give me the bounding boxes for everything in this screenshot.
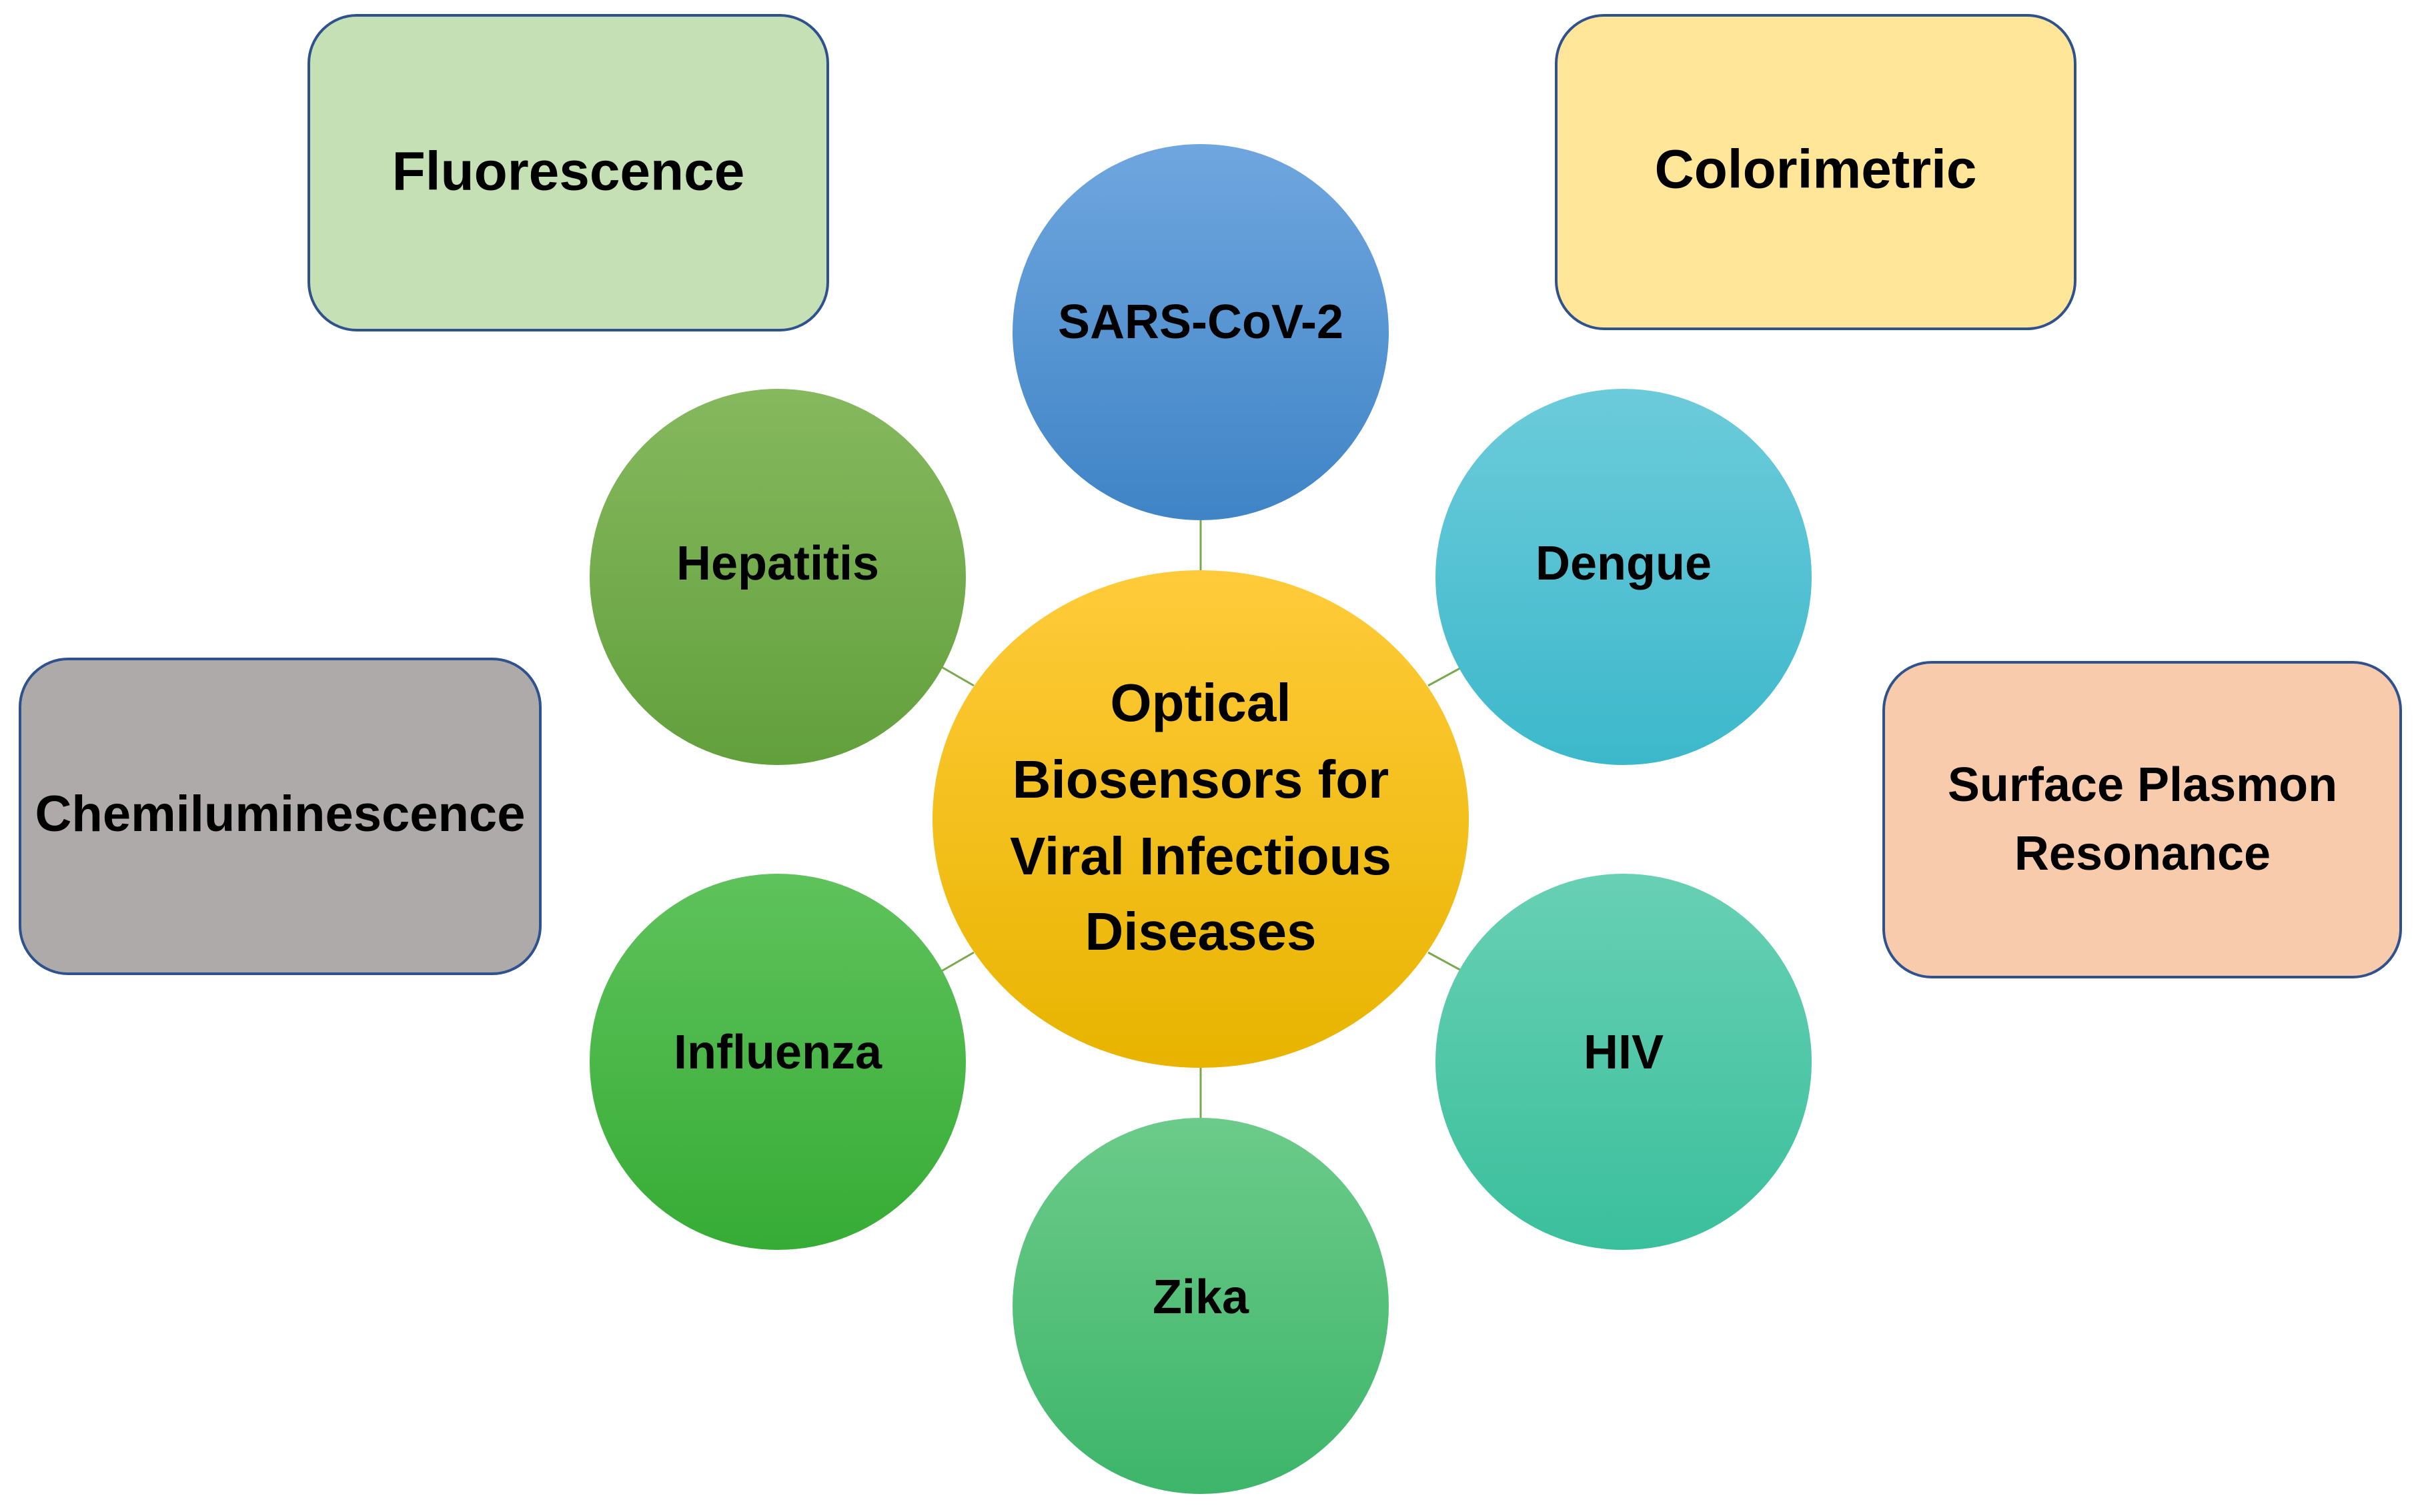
disease-circle xyxy=(1435,874,1812,1250)
disease-circle xyxy=(1435,389,1812,765)
technique-label: Chemiluminescence xyxy=(35,786,526,842)
connectors xyxy=(939,520,1465,1120)
disease-circle xyxy=(590,874,966,1250)
technique-box xyxy=(19,658,542,975)
disease-circle xyxy=(1013,144,1389,520)
technique-colorimetric: Colorimetric xyxy=(1555,14,2076,330)
disease-label: Zika xyxy=(1153,1271,1249,1324)
technique-label: Fluorescence xyxy=(392,141,745,202)
disease-label: SARS-CoV-2 xyxy=(1058,295,1343,349)
connector-influenza xyxy=(939,951,975,974)
disease-circle xyxy=(590,389,966,765)
center-label-line-4: Diseases xyxy=(1085,902,1317,961)
technique-label-line-1: Surface Plasmon xyxy=(1948,758,2337,812)
connector-dengue xyxy=(1427,664,1465,687)
center-ellipse xyxy=(933,570,1469,1068)
connector-hiv xyxy=(1427,951,1465,974)
disease-sars-cov-2: SARS-CoV-2 xyxy=(1013,144,1389,520)
disease-label: Dengue xyxy=(1536,537,1712,590)
technique-fluorescence: Fluorescence xyxy=(308,14,829,331)
disease-label: Hepatitis xyxy=(676,537,879,590)
disease-label: HIV xyxy=(1584,1026,1664,1079)
technique-label: Colorimetric xyxy=(1655,139,1977,200)
disease-hiv: HIV xyxy=(1435,874,1812,1250)
connector-hepatitis xyxy=(939,664,975,687)
center-label-line-1: Optical xyxy=(1110,673,1291,732)
technique-box xyxy=(308,14,829,331)
disease-circle xyxy=(1013,1118,1389,1494)
disease-hepatitis: Hepatitis xyxy=(590,389,966,765)
technique-surface-plasmon-resonance: Surface Plasmon Resonance xyxy=(1882,661,2402,978)
center-node: Optical Biosensors for Viral Infectious … xyxy=(933,570,1469,1068)
center-label-line-2: Biosensors for xyxy=(1013,750,1389,809)
center-label-line-3: Viral Infectious xyxy=(1010,826,1391,886)
disease-dengue: Dengue xyxy=(1435,389,1812,765)
technique-label-line-2: Resonance xyxy=(2014,827,2271,880)
disease-influenza: Influenza xyxy=(590,874,966,1250)
technique-box xyxy=(1555,14,2076,330)
disease-label: Influenza xyxy=(674,1026,882,1079)
technique-chemiluminescence: Chemiluminescence xyxy=(19,658,542,975)
technique-box xyxy=(1882,661,2402,978)
disease-zika: Zika xyxy=(1013,1118,1389,1494)
